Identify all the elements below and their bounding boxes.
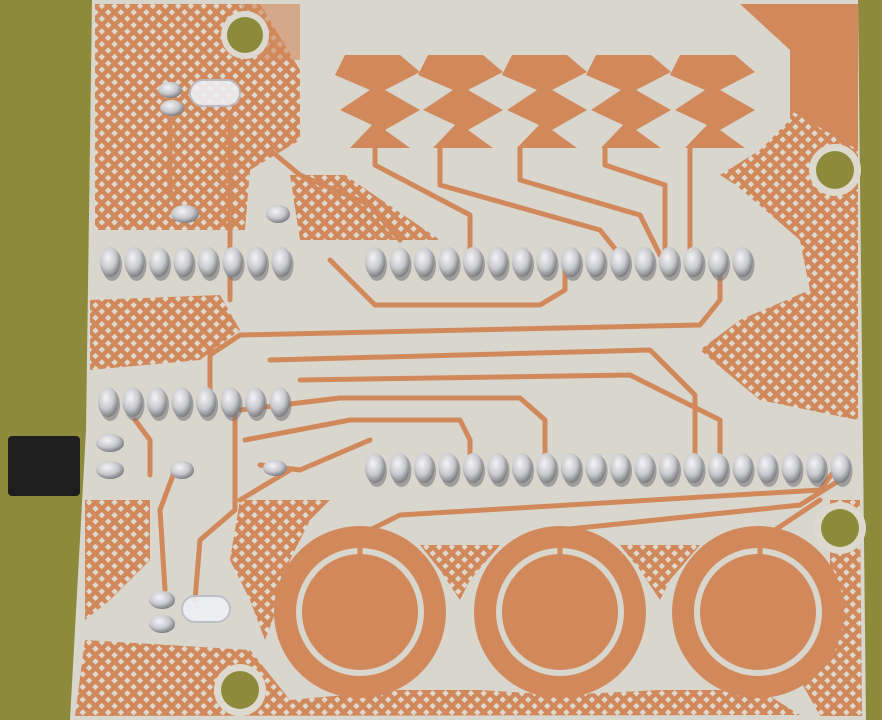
solder-joint [100, 247, 120, 277]
solder-joint [196, 387, 216, 417]
circular-touch-pads [274, 526, 844, 698]
solder-joint [247, 247, 267, 277]
solder-joint [365, 453, 385, 483]
solder-joint [463, 453, 483, 483]
solder-joint [414, 247, 434, 277]
solder-joint [124, 247, 145, 277]
solder-joint [634, 453, 655, 483]
solder-joint [147, 387, 167, 417]
solder-joint [585, 453, 606, 483]
solder-joint [708, 247, 728, 277]
solder-joint [659, 453, 679, 483]
solder-joint [245, 387, 265, 417]
solder-joint [487, 453, 508, 483]
solder-joint [389, 453, 410, 483]
solder-joint [757, 453, 777, 483]
solder-joint [438, 453, 459, 483]
solder-joint [512, 247, 532, 277]
solder-joint [198, 247, 218, 277]
solder-joint [98, 387, 118, 417]
solder-joint [561, 247, 581, 277]
solder-joint [149, 247, 169, 277]
solder-joint [830, 453, 851, 483]
led-bottom [149, 591, 231, 633]
solder-joint [732, 453, 753, 483]
solder-joint [487, 247, 508, 277]
solder-joint [536, 453, 557, 483]
mounting-holes [214, 11, 866, 716]
solder-joint [781, 453, 802, 483]
led-top [158, 79, 241, 116]
solder-joint [659, 247, 679, 277]
solder-joint [732, 247, 753, 277]
black-cable [8, 436, 80, 496]
solder-joint [708, 453, 728, 483]
solder-joint [536, 247, 557, 277]
single-pads [96, 205, 290, 479]
solder-joint [269, 387, 290, 417]
solder-joint [585, 247, 606, 277]
solder-joint [512, 453, 532, 483]
solder-joint [683, 247, 704, 277]
solder-joint [683, 453, 704, 483]
solder-joint [122, 387, 143, 417]
solder-joint [171, 387, 192, 417]
solder-joint [463, 247, 483, 277]
solder-joint [561, 453, 581, 483]
solder-joint [610, 453, 630, 483]
solder-joint [806, 453, 826, 483]
solder-joint [610, 247, 630, 277]
solder-joint [414, 453, 434, 483]
touch-slider-pads [335, 55, 755, 148]
solder-joint [220, 387, 241, 417]
solder-joint [438, 247, 459, 277]
solder-joint [173, 247, 194, 277]
solder-joint [389, 247, 410, 277]
solder-joint [222, 247, 243, 277]
solder-joint [271, 247, 292, 277]
solder-joints [98, 247, 853, 487]
solder-joint [634, 247, 655, 277]
solder-joint [365, 247, 385, 277]
copper-areas [240, 4, 858, 420]
